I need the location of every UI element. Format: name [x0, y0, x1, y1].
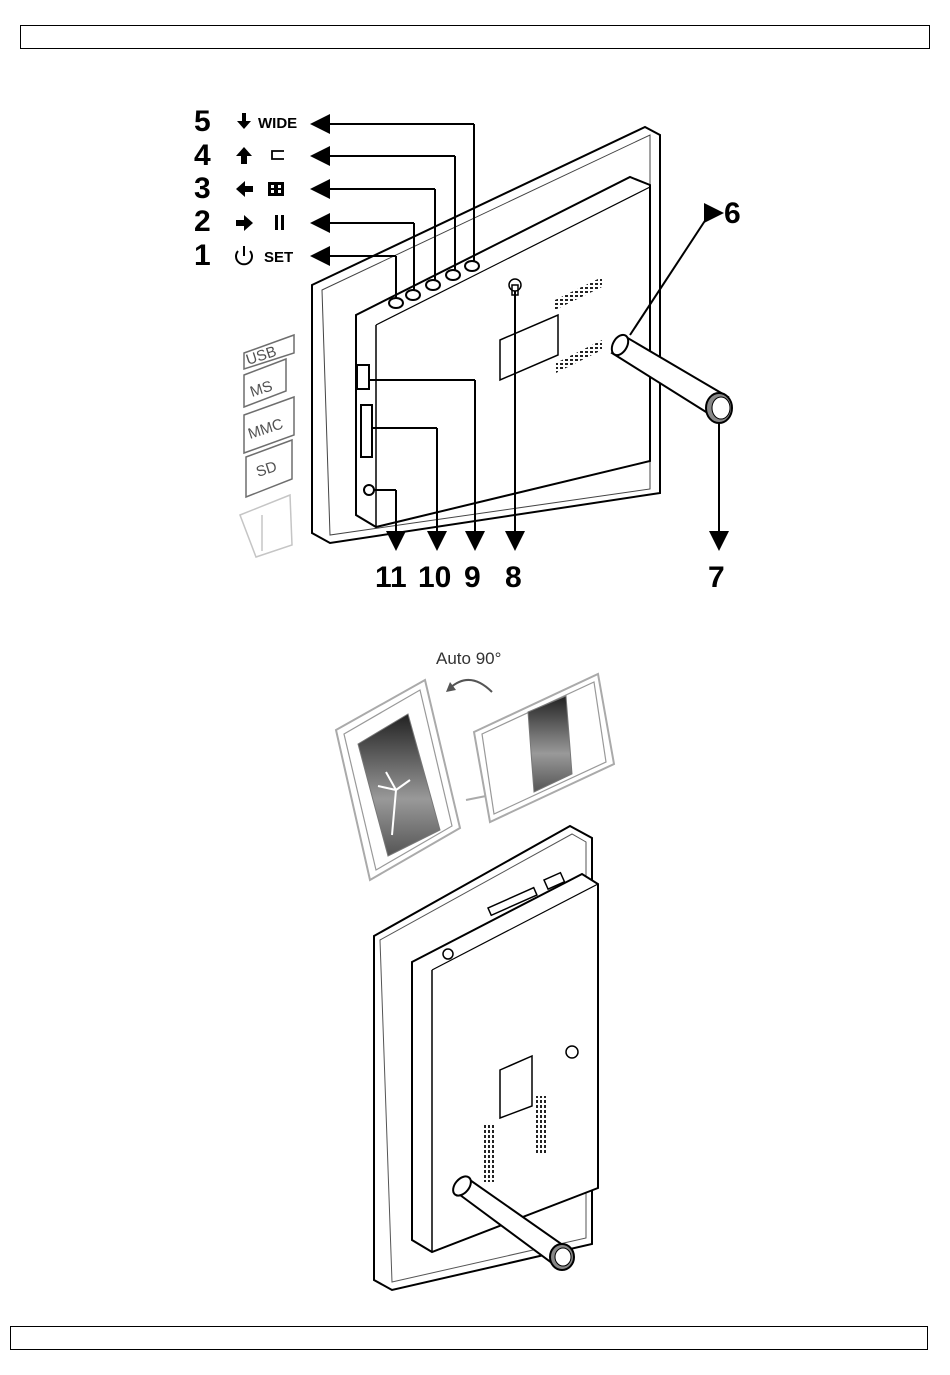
landscape-frame-illustration — [466, 674, 614, 822]
down-arrow-icon — [237, 113, 251, 129]
up-arrow-icon — [236, 147, 252, 164]
portrait-frame-illustration — [336, 680, 460, 880]
memory-card-labels: USB MS MMC SD — [240, 335, 294, 557]
slideshow-icon — [268, 182, 284, 196]
rear-view-diagram: USB MS MMC SD 5 WIDE 4 3 2 — [0, 95, 950, 605]
footer-bar — [10, 1326, 928, 1350]
left-arrow-icon — [236, 181, 253, 197]
callout-6: 6 — [724, 197, 741, 230]
set-label: SET — [264, 249, 293, 266]
callout-10: 10 — [418, 561, 451, 594]
auto-rotate-diagram: Auto 90° — [0, 640, 950, 1310]
usb-port — [357, 365, 369, 389]
callout-4: 4 — [194, 139, 211, 172]
vertical-frame-body — [374, 826, 598, 1290]
vent-grille-left — [484, 1124, 494, 1182]
return-icon — [272, 151, 284, 159]
wide-label: WIDE — [258, 115, 297, 132]
callout-1: 1 — [194, 239, 211, 272]
callout-5: 5 — [194, 105, 211, 138]
callout-9: 9 — [464, 561, 481, 594]
pause-icon — [275, 215, 284, 230]
vent-grille-right — [536, 1096, 546, 1154]
rotation-arrow-icon — [450, 680, 492, 692]
header-bar — [20, 25, 930, 49]
right-arrow-icon — [236, 215, 253, 231]
card-slot — [361, 405, 372, 457]
callout-8: 8 — [505, 561, 522, 594]
callout-2: 2 — [194, 205, 211, 238]
dc-jack — [364, 485, 374, 495]
callout-3: 3 — [194, 172, 211, 205]
callout-7: 7 — [708, 561, 725, 594]
power-icon — [236, 246, 252, 264]
auto-rotate-label: Auto 90° — [436, 649, 501, 668]
callout-11: 11 — [375, 561, 407, 594]
dc-jack — [443, 949, 453, 959]
